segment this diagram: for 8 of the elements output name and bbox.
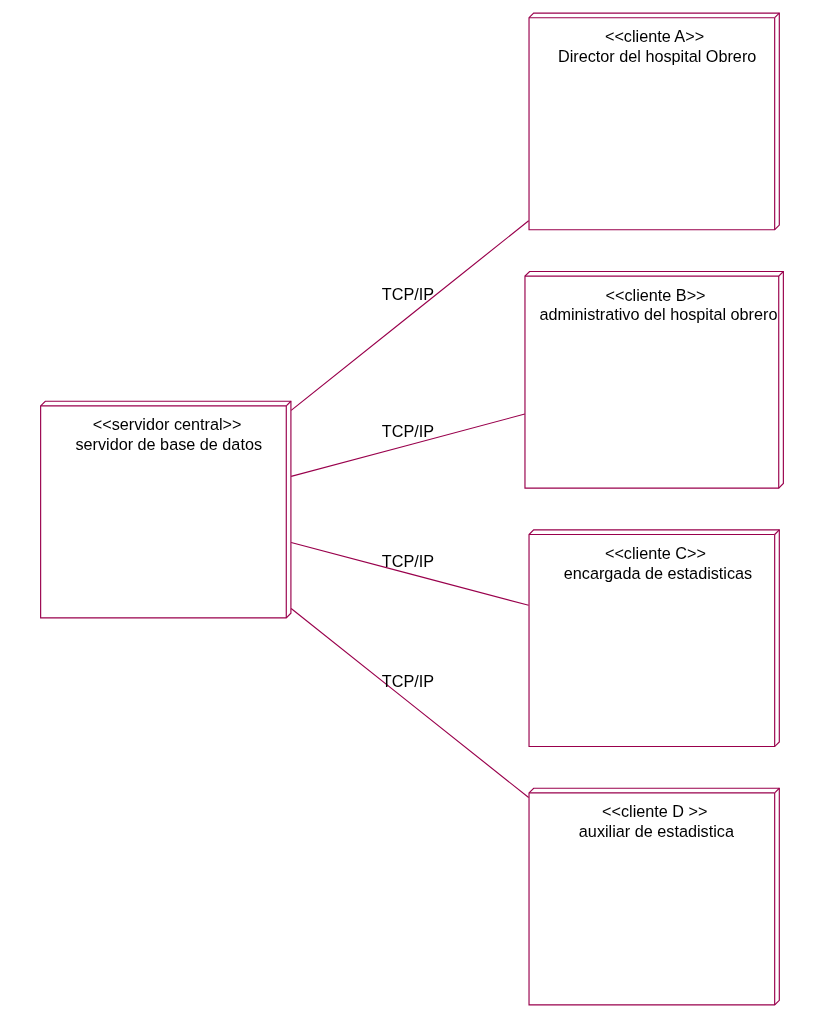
connector xyxy=(290,607,529,799)
edge-label: TCP/IP xyxy=(381,285,434,304)
edge-label: TCP/IP xyxy=(381,551,434,570)
connector xyxy=(290,413,525,477)
connector xyxy=(290,220,529,411)
edge-label: TCP/IP xyxy=(381,672,434,691)
connector xyxy=(290,541,529,606)
edge-label: TCP/IP xyxy=(381,421,434,440)
